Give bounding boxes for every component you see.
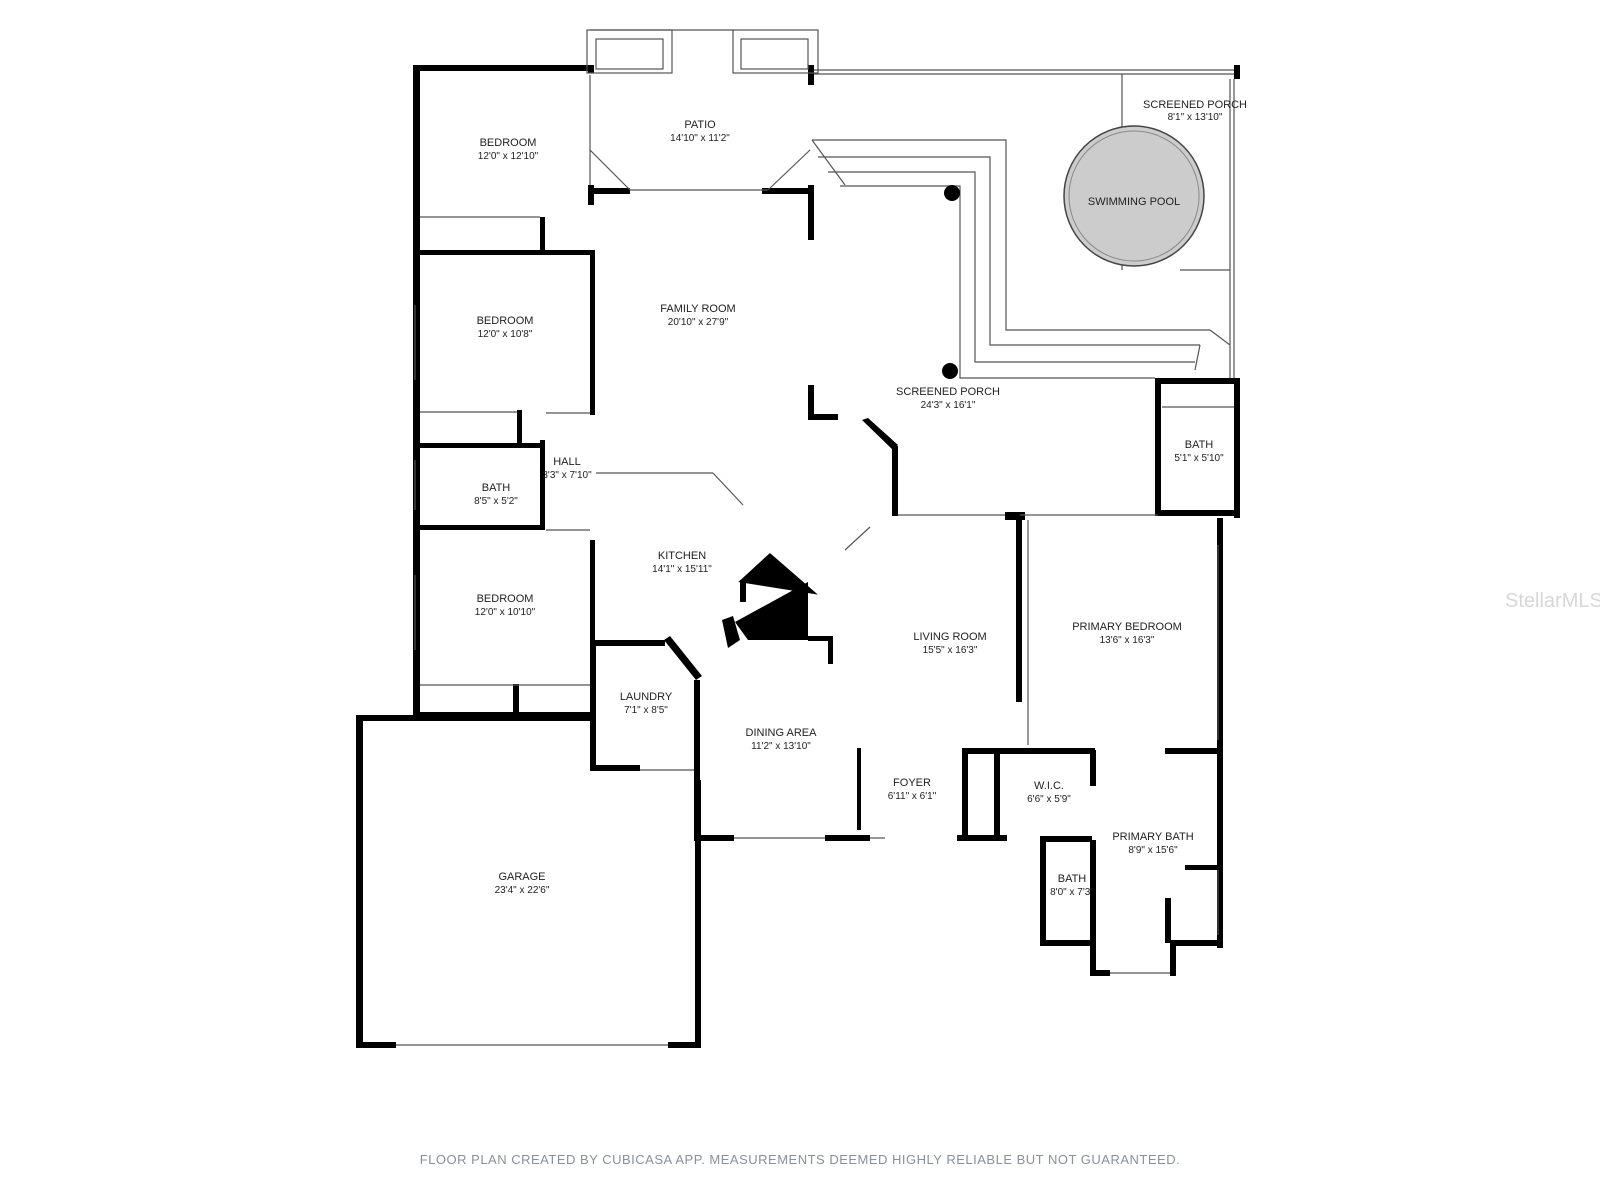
room-dims: 12'0" x 12'10" bbox=[478, 151, 539, 162]
post-icon bbox=[942, 363, 958, 379]
room-name: PRIMARY BEDROOM bbox=[1072, 621, 1182, 633]
walls bbox=[356, 65, 1240, 1048]
room-dims: 12'0" x 10'10" bbox=[475, 607, 536, 618]
room-dims: 15'5" x 16'3" bbox=[923, 645, 978, 656]
post-icon bbox=[944, 185, 960, 201]
room-name: DINING AREA bbox=[746, 727, 818, 739]
room-name: SWIMMING POOL bbox=[1088, 196, 1180, 208]
room-name: LIVING ROOM bbox=[913, 631, 986, 643]
room-dims: 8'5" x 5'2" bbox=[474, 496, 518, 507]
swimming-pool-shape bbox=[1063, 125, 1205, 267]
room-name: SCREENED PORCH bbox=[896, 386, 1000, 398]
room-dims: 24'3" x 16'1" bbox=[921, 400, 976, 411]
room-dims: 3'3" x 7'10" bbox=[542, 470, 592, 481]
room-name: GARAGE bbox=[498, 871, 545, 883]
room-name: BATH bbox=[482, 482, 511, 494]
room-name: BATH bbox=[1058, 873, 1087, 885]
room-name: KITCHEN bbox=[658, 550, 706, 562]
room-dims: 12'0" x 10'8" bbox=[478, 329, 533, 340]
room-name: BEDROOM bbox=[477, 315, 534, 327]
room-dims: 8'0" x 7'3" bbox=[1050, 887, 1094, 898]
room-dims: 5'1" x 5'10" bbox=[1174, 453, 1224, 464]
room-name: FOYER bbox=[893, 777, 931, 789]
room-dims: 8'1" x 13'10" bbox=[1168, 112, 1223, 123]
room-name: BEDROOM bbox=[480, 137, 537, 149]
room-name: SCREENED PORCH bbox=[1143, 99, 1247, 111]
room-dims: 20'10" x 27'9" bbox=[668, 317, 729, 328]
room-dims: 7'1" x 8'5" bbox=[624, 705, 668, 716]
room-name: FAMILY ROOM bbox=[660, 303, 735, 315]
room-dims: 8'9" x 15'6" bbox=[1128, 845, 1178, 856]
room-dims: 6'11" x 6'1" bbox=[888, 791, 937, 802]
outlines bbox=[396, 29, 1235, 1046]
room-name: PRIMARY BATH bbox=[1112, 831, 1193, 843]
room-name: HALL bbox=[553, 456, 581, 468]
room-labels: BEDROOM 12'0" x 12'10" PATIO 14'10" x 11… bbox=[474, 99, 1247, 898]
room-dims: 11'2" x 13'10" bbox=[751, 741, 811, 752]
room-name: W.I.C. bbox=[1034, 780, 1064, 792]
room-dims: 13'6" x 16'3" bbox=[1100, 635, 1155, 646]
room-dims: 14'1" x 15'11" bbox=[652, 564, 712, 575]
room-name: LAUNDRY bbox=[620, 691, 673, 703]
room-name: PATIO bbox=[684, 119, 716, 131]
room-name: BATH bbox=[1185, 439, 1214, 451]
room-dims: 23'4" x 22'6" bbox=[495, 885, 550, 896]
pool-rim bbox=[1068, 130, 1200, 262]
disclaimer-footer: FLOOR PLAN CREATED BY CUBICASA APP. MEAS… bbox=[419, 1152, 1181, 1167]
room-name: BEDROOM bbox=[477, 593, 534, 605]
room-dims: 14'10" x 11'2" bbox=[670, 133, 730, 144]
stellarmls-watermark: StellarMLS bbox=[1505, 590, 1600, 612]
room-dims: 6'6" x 5'9" bbox=[1027, 794, 1071, 805]
